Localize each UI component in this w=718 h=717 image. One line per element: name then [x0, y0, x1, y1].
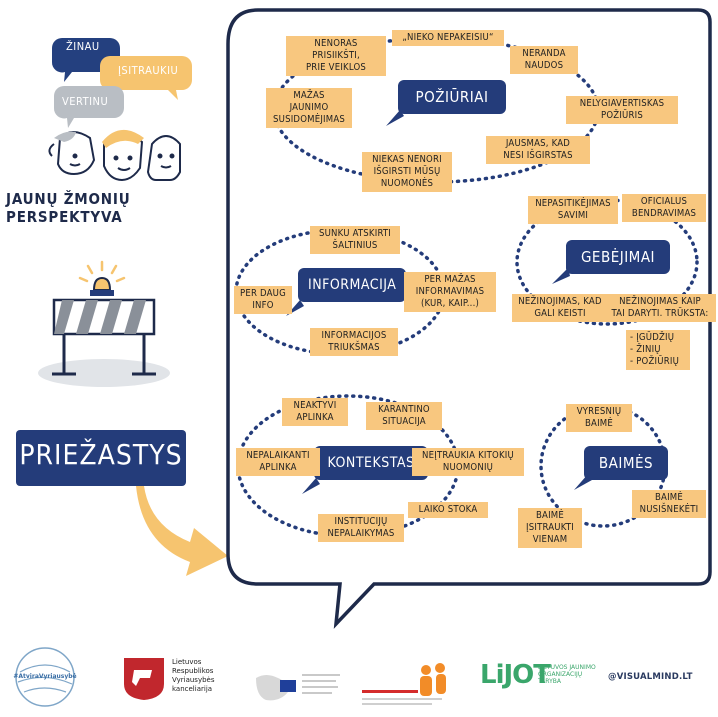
- bubble-isitraukiu: Įsitraukiu: [118, 64, 179, 77]
- tag-nezinojimas-kaip: Nežinojimas kaip tai daryti. Trūksta:: [604, 294, 716, 322]
- speech-bubbles-illustration: [51, 38, 192, 128]
- tag-per-mazas-informavimas: Per mažas informavimas (kur, kaip...): [404, 272, 496, 312]
- bubble-vertinu: Vertinu: [62, 95, 109, 108]
- tag-mazas-susidomejimas: Mažas jaunimo susidomėjimas: [266, 88, 352, 128]
- tag-truksta-list: - įgūdžių - žinių - požiūrių: [626, 330, 690, 370]
- bubble-tail-icon: [302, 478, 320, 494]
- visualmind-text: @VISUALMIND.LT: [608, 672, 693, 682]
- tag-nepasitikejimas: Nepasitikėjimas savimi: [528, 196, 618, 224]
- tag-nenoras: Nenoras prisiikšti, prie veiklos: [286, 36, 386, 76]
- tag-laiko-stoka: Laiko stoka: [408, 502, 488, 518]
- partner-logos-row: #AtviraVyriausybė Lietuvos Respublikos V…: [0, 642, 718, 712]
- tag-oficialus-bendravimas: Oficialus bendravimas: [622, 194, 706, 222]
- tag-sunku-atskirti: Sunku atskirti šaltinius: [310, 226, 400, 254]
- lrvk-text: Lietuvos Respublikos Vyriausybės kanceli…: [172, 658, 215, 693]
- reasons-label: Priežastys: [19, 438, 183, 471]
- tag-vyresniu-baime: Vyresnių baimė: [566, 404, 632, 432]
- tag-neranda-naudos: Neranda naudos: [510, 46, 578, 74]
- young-people-faces-illustration: [48, 129, 181, 182]
- tag-karantino-situacija: Karantino situacija: [366, 402, 442, 430]
- arrow-icon: [136, 486, 228, 576]
- tag-nieko-nepakeisiu: „Nieko nepakeisiu“: [392, 30, 504, 46]
- eu-fund-logo: [256, 674, 340, 701]
- atvira-vyriausybe-text: #AtviraVyriausybė: [13, 673, 77, 680]
- tag-neitraukia: Neįtraukia kitokių nuomonių: [412, 448, 524, 476]
- bubble-zinau: Žinau: [66, 40, 100, 53]
- bubble-tail-icon: [574, 474, 592, 490]
- tag-jausmas: Jausmas, kad nesi išgirstas: [486, 136, 590, 164]
- atvira-vyriausybe-logo: [15, 647, 75, 707]
- tag-nezinojimas-kad: Nežinojimas, kad gali keisti: [512, 294, 608, 322]
- bubble-tail-icon: [552, 268, 570, 284]
- tag-baime-nusisneketi: Baimė nusišnekėti: [632, 490, 706, 518]
- tag-nepalaikanti-aplinka: Nepalaikanti aplinka: [236, 448, 320, 476]
- tag-informacijos-triuksmas: Informacijos triukšmas: [310, 328, 398, 356]
- lithuania-coat-of-arms-icon: [124, 658, 164, 700]
- tag-neaktyvi-aplinka: Neaktyvi aplinka: [282, 398, 348, 426]
- tag-per-daug-info: Per daug info: [234, 286, 292, 314]
- tag-instituciju-nepalaikymas: Institucijų nepalaikymas: [318, 514, 404, 542]
- bubble-tail-icon: [386, 110, 404, 126]
- tag-nelygiavertiskas: Nelygiavertiskas požiūris: [566, 96, 678, 124]
- section-title-gebejimai: Gebėjimai: [566, 240, 670, 274]
- section-title-informacija: Informacija: [298, 268, 406, 302]
- page-title: Jaunų žmonių perspektyva: [6, 190, 131, 226]
- tag-niekas-nenori: Niekas nenori išgirsti mūsų nuomonės: [362, 152, 452, 192]
- partner-logo: [362, 663, 446, 705]
- ljot-logo-text: LiJOT: [480, 660, 551, 690]
- roadblock-barrier-illustration: [38, 260, 170, 387]
- section-title-poziuriai: Požiūriai: [398, 80, 506, 114]
- reasons-label-box: [16, 430, 186, 486]
- section-title-baimes: Baimės: [584, 446, 668, 480]
- ljot-subtext: Lietuvos jaunimo organizacijų taryba: [538, 664, 596, 685]
- tag-baime-isitraukti: Baimė įsitraukti vienam: [518, 508, 582, 548]
- section-title-kontekstas: Kontekstas: [314, 446, 428, 480]
